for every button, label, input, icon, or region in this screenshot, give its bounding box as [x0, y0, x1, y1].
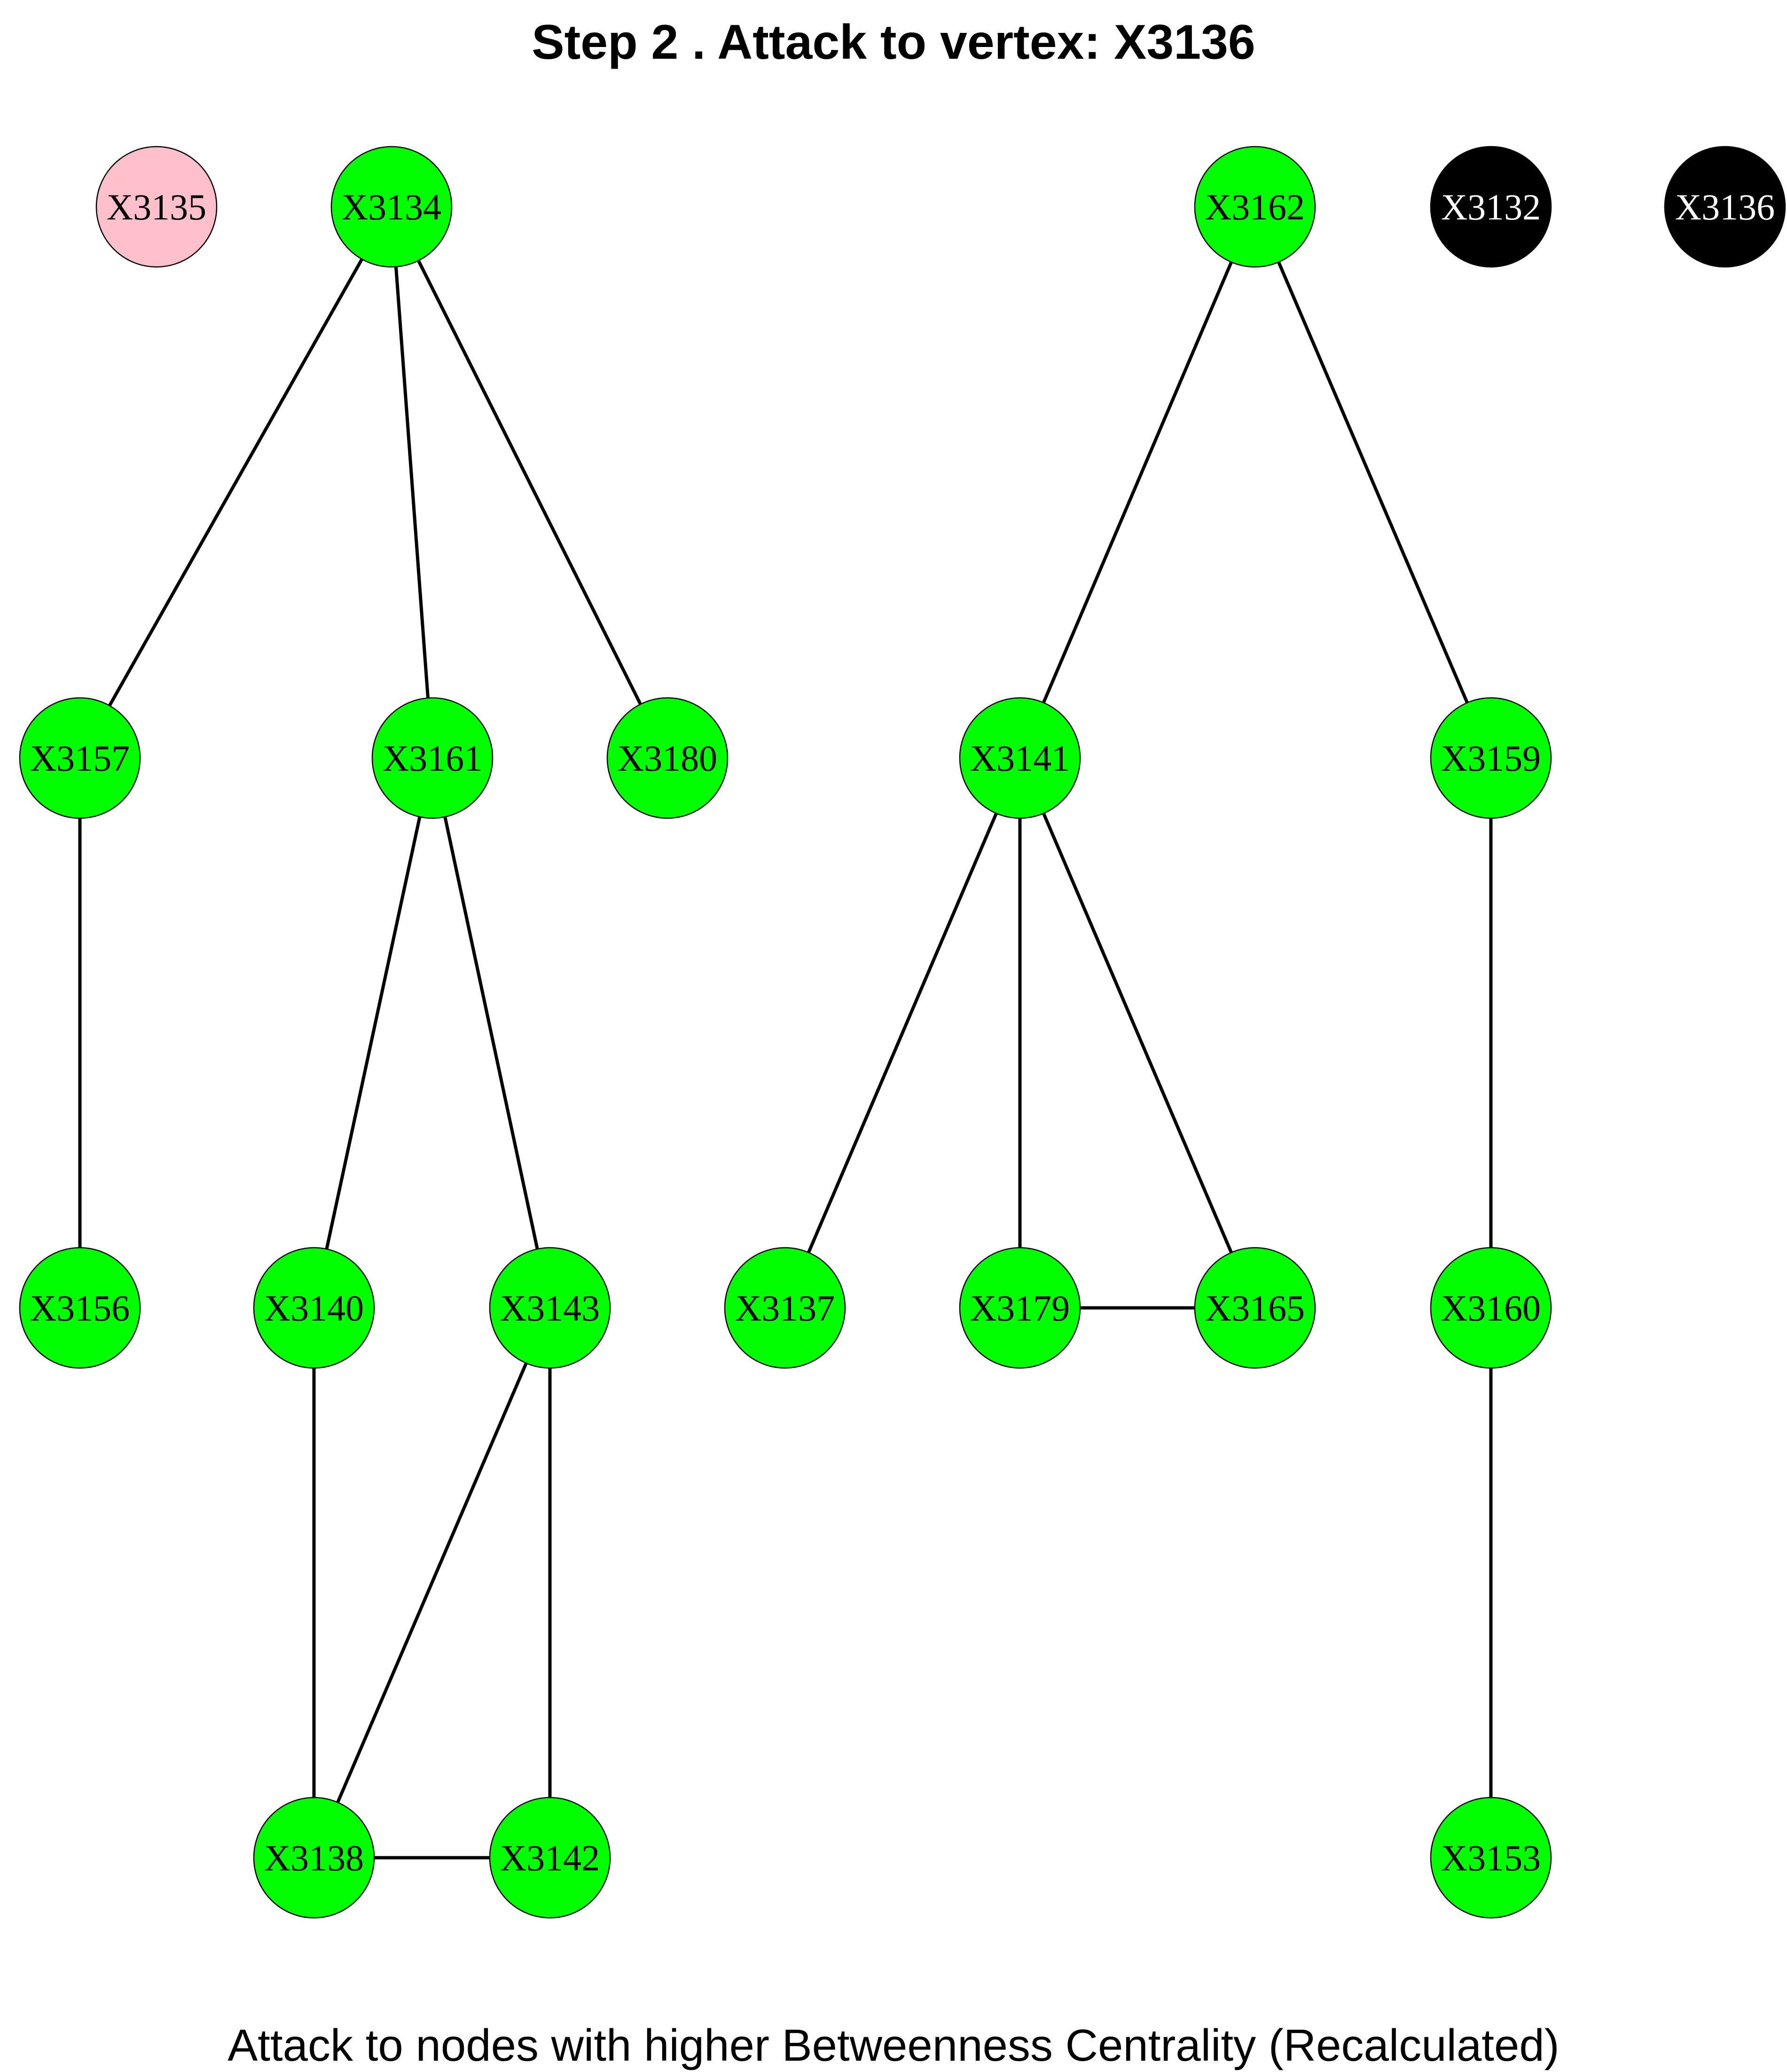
node-X3179: X3179 — [959, 1247, 1081, 1369]
node-circle — [606, 697, 729, 819]
node-label: X3165 — [1205, 1288, 1305, 1329]
node-label: X3132 — [1441, 187, 1541, 227]
node-circle — [95, 146, 218, 268]
node-label: X3136 — [1675, 187, 1775, 227]
node-label: X3179 — [970, 1288, 1070, 1329]
node-X3134: X3134 — [330, 146, 453, 268]
edge-X3162-X3159 — [1277, 261, 1469, 704]
node-label: X3138 — [264, 1837, 364, 1878]
node-X3156: X3156 — [19, 1247, 141, 1369]
node-X3161: X3161 — [371, 697, 494, 819]
edge-X3134-X3161 — [394, 266, 430, 698]
node-X3142: X3142 — [489, 1797, 611, 1919]
node-circle — [330, 146, 453, 268]
node-circle — [1430, 1797, 1552, 1919]
edge-X3134-X3180 — [417, 259, 642, 705]
node-circle — [489, 1797, 611, 1919]
node-circle — [253, 1797, 375, 1919]
node-circle — [1430, 697, 1552, 819]
node-circle — [959, 1247, 1081, 1369]
node-circle — [489, 1247, 611, 1369]
edge-X3162-X3141 — [1042, 261, 1233, 704]
node-X3141: X3141 — [959, 697, 1081, 819]
node-label: X3157 — [30, 738, 130, 779]
diagram-subtitle: Attack to nodes with higher Betweenness … — [227, 2020, 1559, 2071]
node-label: X3134 — [342, 187, 441, 227]
node-X3140: X3140 — [253, 1247, 375, 1369]
node-circle — [959, 697, 1081, 819]
edge-X3161-X3143 — [443, 816, 539, 1250]
node-label: X3160 — [1441, 1288, 1541, 1329]
node-X3132: X3132 — [1430, 146, 1552, 268]
node-X3137: X3137 — [724, 1247, 846, 1369]
node-label: X3137 — [735, 1288, 835, 1329]
node-circle — [1194, 1247, 1316, 1369]
edge-X3161-X3140 — [325, 816, 422, 1250]
node-label: X3180 — [618, 738, 717, 779]
node-label: X3161 — [383, 738, 482, 779]
edge-X3141-X3165 — [1042, 813, 1233, 1253]
edge-X3134-X3157 — [108, 258, 364, 707]
node-X3136: X3136 — [1664, 146, 1786, 268]
node-X3180: X3180 — [606, 697, 729, 819]
node-circle — [371, 697, 494, 819]
node-label: X3140 — [264, 1288, 364, 1329]
node-label: X3162 — [1205, 187, 1305, 227]
node-label: X3142 — [500, 1837, 600, 1878]
node-X3165: X3165 — [1194, 1247, 1316, 1369]
node-circle — [1430, 146, 1552, 268]
node-X3162: X3162 — [1194, 146, 1316, 268]
node-X3143: X3143 — [489, 1247, 611, 1369]
node-circle — [1194, 146, 1316, 268]
node-label: X3135 — [107, 187, 206, 227]
node-circle — [19, 697, 141, 819]
node-label: X3143 — [500, 1288, 600, 1329]
node-circle — [724, 1247, 846, 1369]
node-X3160: X3160 — [1430, 1247, 1552, 1369]
node-X3138: X3138 — [253, 1797, 375, 1919]
edge-X3141-X3137 — [807, 813, 998, 1253]
node-X3157: X3157 — [19, 697, 141, 819]
node-X3135: X3135 — [95, 146, 218, 268]
node-circle — [253, 1247, 375, 1369]
edge-X3143-X3138 — [336, 1362, 528, 1803]
node-X3159: X3159 — [1430, 697, 1552, 819]
node-label: X3159 — [1441, 738, 1541, 779]
diagram-title: Step 2 . Attack to vertex: X3136 — [532, 15, 1255, 70]
node-label: X3153 — [1441, 1837, 1541, 1878]
node-circle — [1664, 146, 1786, 268]
node-label: X3156 — [30, 1288, 130, 1329]
node-X3153: X3153 — [1430, 1797, 1552, 1919]
node-circle — [1430, 1247, 1552, 1369]
node-circle — [19, 1247, 141, 1369]
edges-layer — [78, 258, 1493, 1860]
node-label: X3141 — [970, 738, 1070, 779]
